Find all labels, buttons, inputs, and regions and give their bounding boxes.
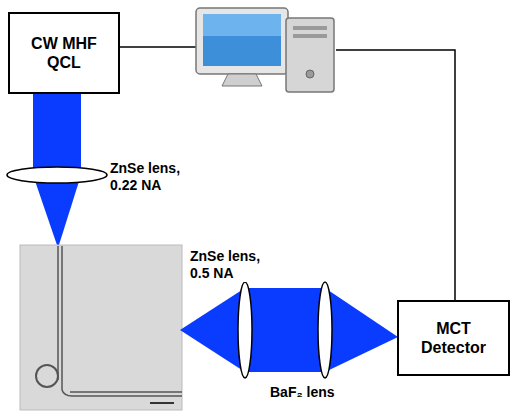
lens-label: ZnSe lens, 0.22 NA [110, 160, 210, 194]
signal-wire [118, 46, 196, 48]
chip-micrograph [20, 245, 182, 410]
laser-beam [180, 288, 398, 372]
computer-icon [196, 8, 334, 92]
laser-box: CW MHF QCL [8, 12, 120, 94]
detector-box: MCT Detector [397, 300, 510, 376]
signal-wire [336, 50, 455, 300]
baf2-lens [318, 282, 332, 378]
znse-lens [7, 167, 107, 183]
lens-label: ZnSe lens, 0.5 NA [190, 248, 282, 282]
box-label: MCT Detector [409, 319, 499, 357]
box-label: CW MHF QCL [16, 34, 112, 72]
znse-lens [238, 282, 252, 378]
lens-label: BaF₂ lens [270, 384, 335, 401]
